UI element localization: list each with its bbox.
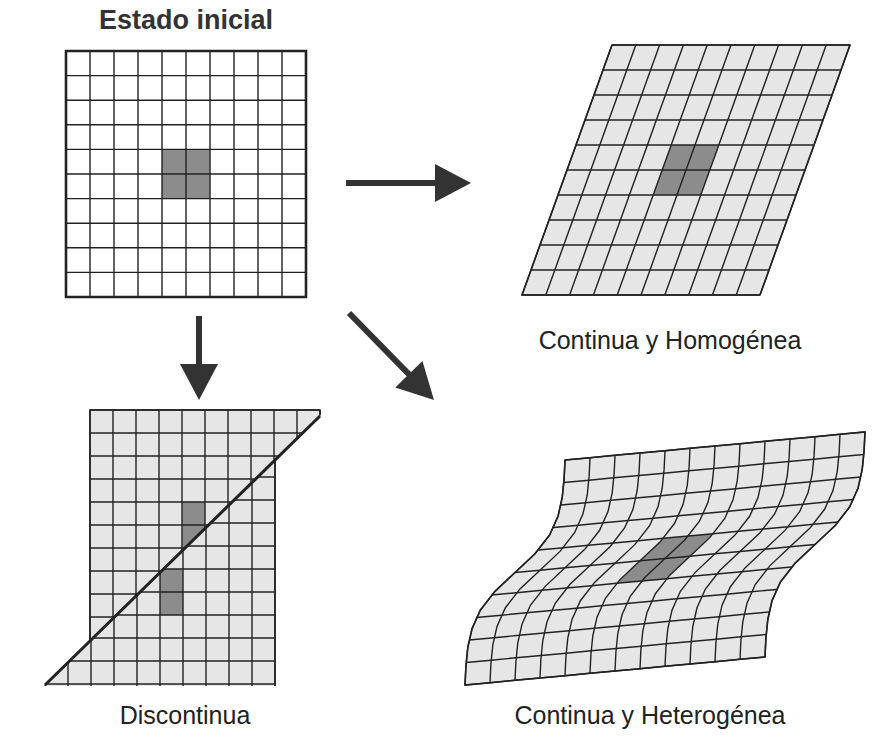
grid-line	[45, 637, 275, 638]
grid-line	[564, 455, 864, 483]
grid-ground	[522, 45, 850, 295]
panel-caption: Discontinua	[36, 699, 334, 731]
grid-line	[45, 568, 275, 569]
initial-grid	[66, 51, 306, 297]
deformation-panel: Continua y Heterogénea	[456, 420, 844, 733]
grid-line	[45, 545, 275, 546]
arrow-shaft	[349, 313, 410, 376]
grid-line	[66, 247, 306, 248]
grid-line	[45, 499, 275, 500]
deformation-panel: Continua y Homogénea	[476, 40, 864, 358]
grid-ground	[465, 432, 865, 685]
grid-line	[66, 198, 306, 199]
homogeneous-grid	[522, 45, 850, 295]
grid-line	[576, 144, 814, 145]
marker-cell	[160, 569, 183, 592]
grid-line	[585, 119, 823, 120]
grid-line	[594, 94, 832, 95]
grid-border	[522, 45, 850, 295]
grid-line	[554, 500, 854, 528]
grid-line	[469, 612, 769, 640]
grid-line	[466, 635, 766, 663]
grid-line	[603, 69, 841, 70]
heterogeneous-grid	[465, 432, 865, 685]
grid-border	[465, 432, 865, 685]
deformation-arrow	[180, 316, 218, 400]
grid-line	[66, 75, 306, 76]
grid-line	[90, 524, 320, 525]
panel-caption: Continua y Heterogénea	[456, 699, 844, 731]
deformation-arrow	[346, 164, 471, 202]
panel-caption: Continua y Homogénea	[476, 324, 864, 356]
grid-line	[136, 454, 137, 730]
deformation-panel: Estado inicial	[56, 2, 316, 302]
marker-cell	[186, 174, 210, 199]
grid-line	[45, 683, 275, 684]
grid-line	[45, 476, 275, 477]
grid-line	[296, 410, 297, 686]
grid-line	[549, 219, 787, 220]
marker-cell	[162, 174, 186, 199]
grid-line	[561, 477, 861, 505]
grid-line	[567, 169, 805, 170]
grid-line	[90, 501, 320, 502]
panel-heading: Estado inicial	[56, 4, 316, 36]
grid-line	[45, 453, 275, 454]
grid-line	[66, 99, 306, 100]
grid-line	[476, 590, 776, 618]
grid-line	[66, 173, 306, 174]
grid-line	[66, 272, 306, 273]
grid-line	[558, 194, 796, 195]
grid-line	[67, 454, 68, 730]
grid-line	[319, 410, 320, 686]
grid-line	[66, 124, 306, 125]
arrow-shaft	[346, 180, 437, 186]
marker-cell	[162, 149, 186, 174]
grid-line	[45, 729, 275, 730]
grid-line	[90, 432, 320, 433]
arrow-head	[435, 164, 471, 202]
grid-border	[66, 51, 306, 297]
grid-ground	[66, 51, 306, 297]
arrow-shaft	[196, 316, 202, 366]
marker-cell	[182, 502, 205, 525]
grid-line	[90, 478, 320, 479]
grid-line	[66, 222, 306, 223]
grid-line	[90, 454, 91, 730]
deformation-panel: Discontinua	[36, 405, 334, 733]
grid-line	[531, 269, 769, 270]
fault-line	[45, 416, 320, 685]
grid-line	[113, 454, 114, 730]
grid-line	[45, 660, 275, 661]
grid-line	[45, 614, 275, 615]
grid-line	[66, 149, 306, 150]
arrow-head	[180, 364, 218, 400]
grid-line	[540, 244, 778, 245]
grid-line	[45, 591, 275, 592]
marker-cell	[160, 592, 183, 615]
grid-line	[492, 567, 792, 595]
grid-line	[44, 454, 45, 730]
grid-line	[45, 522, 275, 523]
marker-cell	[186, 149, 210, 174]
grid-line	[90, 455, 320, 456]
deformation-arrow	[349, 313, 434, 400]
